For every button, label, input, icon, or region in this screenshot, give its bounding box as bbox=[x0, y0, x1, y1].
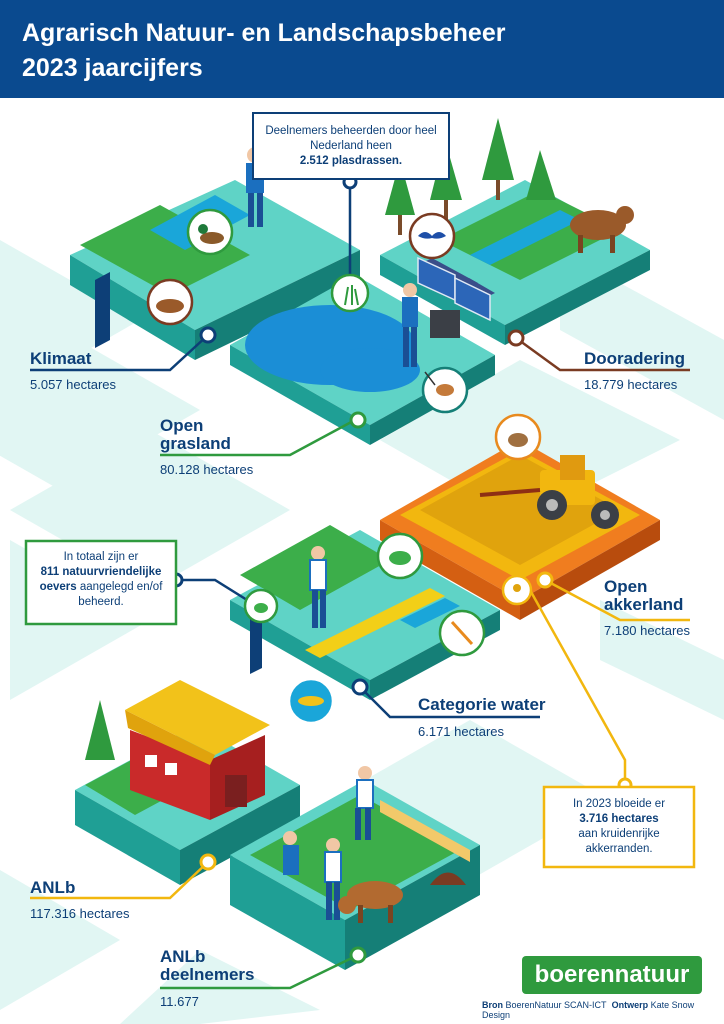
bat-icon bbox=[408, 212, 456, 260]
flower-icon bbox=[501, 574, 533, 606]
tractor-figure bbox=[479, 455, 619, 529]
callout-plasdrassen-text: Deelnemers beheerden door heel Nederland… bbox=[265, 125, 437, 152]
page-title-line-2: 2023 jaarcijfers bbox=[22, 54, 203, 82]
callout-oevers: In totaal zijn er 811 natuurvriendelijke… bbox=[32, 550, 170, 610]
cow-figure-bottom bbox=[338, 881, 403, 923]
stat-dooradering-value: 18.779 hectares bbox=[584, 377, 678, 392]
anlb-deelnemers-block bbox=[230, 780, 480, 970]
stat-anlb-label: ANLb bbox=[30, 878, 76, 897]
credit-bron-label: Bron bbox=[482, 1000, 503, 1010]
plant-icon bbox=[243, 588, 279, 624]
stat-anlb-deelnemers-value: 11.677 bbox=[160, 994, 199, 1009]
duck-icon bbox=[186, 208, 234, 256]
page-header: Agrarisch Natuur- en Landschapsbeheer 20… bbox=[0, 0, 724, 98]
stat-open-akkerland-label-1: Open bbox=[604, 577, 648, 596]
frog-icon bbox=[376, 532, 424, 580]
stat-categorie-water-label: Categorie water bbox=[418, 695, 546, 714]
callout-oevers-post: aangelegd en/of beheerd. bbox=[78, 581, 163, 608]
godwit-icon bbox=[421, 366, 469, 414]
bird-icon bbox=[494, 413, 542, 461]
callout-akkerranden-post: aan kruidenrijke akkerranden. bbox=[578, 828, 660, 855]
boerennatuur-logo: boerennatuur bbox=[522, 956, 702, 994]
stat-open-grasland-value: 80.128 hectares bbox=[160, 462, 254, 477]
stat-open-grasland-label-1: Open bbox=[160, 416, 204, 435]
farmer-figure-middle bbox=[309, 546, 327, 628]
callout-akkerranden-text: In 2023 bloeide er bbox=[572, 798, 666, 810]
credit-ontwerp-value: Kate Snow Design bbox=[482, 1000, 695, 1020]
callout-akkerranden-bold: 3.716 hectares bbox=[579, 813, 659, 825]
soil-icon bbox=[146, 278, 194, 326]
stat-klimaat-value: 5.057 hectares bbox=[30, 377, 117, 392]
stat-open-grasland-label-2: grasland bbox=[160, 434, 231, 453]
solar-panels bbox=[417, 256, 491, 338]
callout-plasdrassen: Deelnemers beheerden door heel Nederland… bbox=[258, 124, 444, 169]
callout-oevers-bold: 811 natuurvriendelijke oevers bbox=[39, 566, 162, 593]
stat-anlb-deelnemers-label-1: ANLb bbox=[160, 947, 206, 966]
stat-anlb-value: 117.316 hectares bbox=[30, 906, 130, 921]
dragonfly-icon bbox=[438, 609, 486, 657]
cow-figure-top bbox=[570, 206, 634, 253]
credits: Bron BoerenNatuur SCAN-ICT Ontwerp Kate … bbox=[482, 1000, 724, 1020]
farmers-figure-bottom bbox=[283, 766, 374, 920]
connector-lines bbox=[30, 180, 690, 990]
stat-dooradering-label: Dooradering bbox=[584, 349, 686, 368]
callout-akkerranden: In 2023 bloeide er 3.716 hectares aan kr… bbox=[554, 797, 684, 857]
stat-open-akkerland-label-2: akkerland bbox=[604, 595, 684, 614]
page-title-line-1: Agrarisch Natuur- en Landschapsbeheer bbox=[22, 19, 506, 47]
stat-anlb-deelnemers-label-2: deelnemers bbox=[160, 965, 255, 984]
trees-top bbox=[385, 118, 556, 235]
stat-open-akkerland-value: 7.180 hectares bbox=[604, 623, 691, 638]
stat-klimaat-label: Klimaat bbox=[30, 349, 92, 368]
callout-plasdrassen-bold: 2.512 plasdrassen. bbox=[299, 155, 403, 167]
fish-icon bbox=[287, 677, 335, 725]
stat-categorie-water-value: 6.171 hectares bbox=[418, 724, 505, 739]
reed-icon bbox=[330, 273, 370, 313]
callout-oevers-text: In totaal zijn er bbox=[63, 551, 139, 563]
barn-figure bbox=[85, 680, 270, 820]
credit-bron-value: BoerenNatuur SCAN-ICT bbox=[505, 1000, 607, 1010]
credit-ontwerp-label: Ontwerp bbox=[611, 1000, 649, 1010]
